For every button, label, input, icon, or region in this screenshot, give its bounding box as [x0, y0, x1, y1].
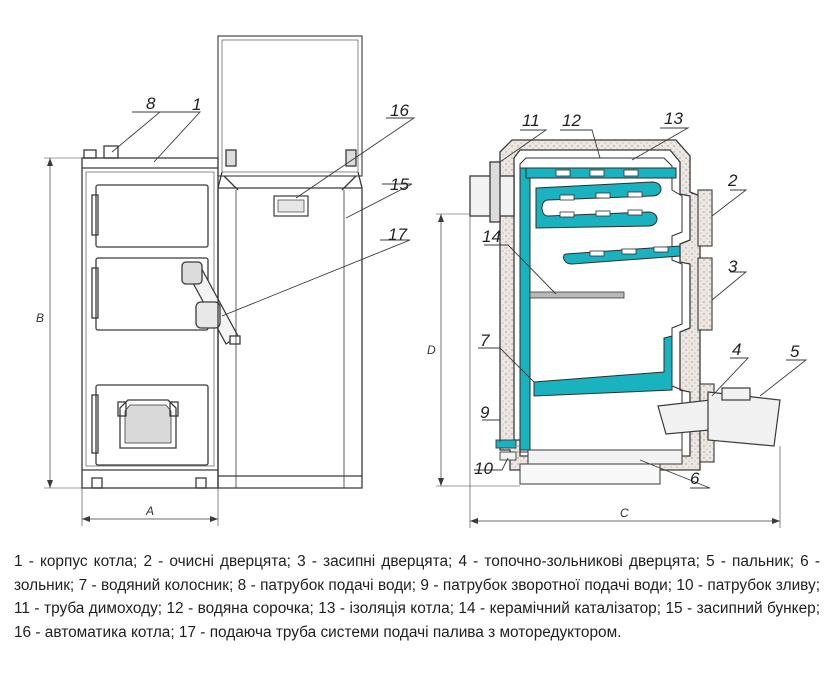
callout-3: 3: [728, 257, 738, 276]
callout-7: 7: [480, 331, 490, 350]
callout-6: 6: [690, 469, 700, 488]
cleaning-door-section: [697, 189, 713, 247]
callout-5: 5: [790, 342, 800, 361]
callout-10: 10: [474, 459, 493, 478]
dimension-d: D: [427, 343, 436, 357]
chimney-pipe: [469, 161, 515, 223]
figure-legend-caption: 1 - корпус котла; 2 - очисні дверцята; 3…: [14, 553, 820, 641]
callout-12: 12: [562, 111, 581, 130]
front-view: [44, 35, 416, 526]
ash-door: [95, 384, 209, 466]
callout-17: 17: [388, 225, 407, 244]
callout-16: 16: [390, 101, 409, 120]
boiler-diagram: 1 8 16 15 17 11 12 13 2 3 4 5 14 7 9 10 …: [36, 35, 808, 528]
callout-2: 2: [727, 171, 738, 190]
dimension-a: A: [145, 504, 154, 518]
loading-door-section: [697, 257, 713, 331]
callout-8: 8: [146, 94, 156, 113]
callout-1: 1: [192, 95, 201, 114]
callout-14: 14: [482, 227, 501, 246]
callout-13: 13: [664, 109, 683, 128]
callout-11: 11: [522, 111, 540, 130]
dimension-c: C: [620, 506, 629, 520]
callout-9: 9: [480, 403, 490, 422]
callout-15: 15: [390, 175, 409, 194]
ash-pan: [527, 449, 683, 465]
burner: [657, 387, 781, 447]
drain-pipe: [499, 451, 517, 461]
ceramic-catalyst: [529, 291, 625, 299]
water-inlet-pipe: [103, 145, 119, 159]
boiler-automation-panel: [273, 195, 309, 217]
dimension-b: B: [36, 311, 44, 325]
cleaning-door: [95, 184, 209, 248]
return-water-pipe: [495, 439, 517, 449]
fuel-hopper: [217, 35, 363, 489]
callout-labels: 1 8 16 15 17 11 12 13 2 3 4 5 14 7 9 10 …: [36, 94, 800, 520]
section-view: [436, 127, 808, 528]
callout-4: 4: [732, 340, 741, 359]
fuel-feed-pipe: [181, 261, 241, 345]
